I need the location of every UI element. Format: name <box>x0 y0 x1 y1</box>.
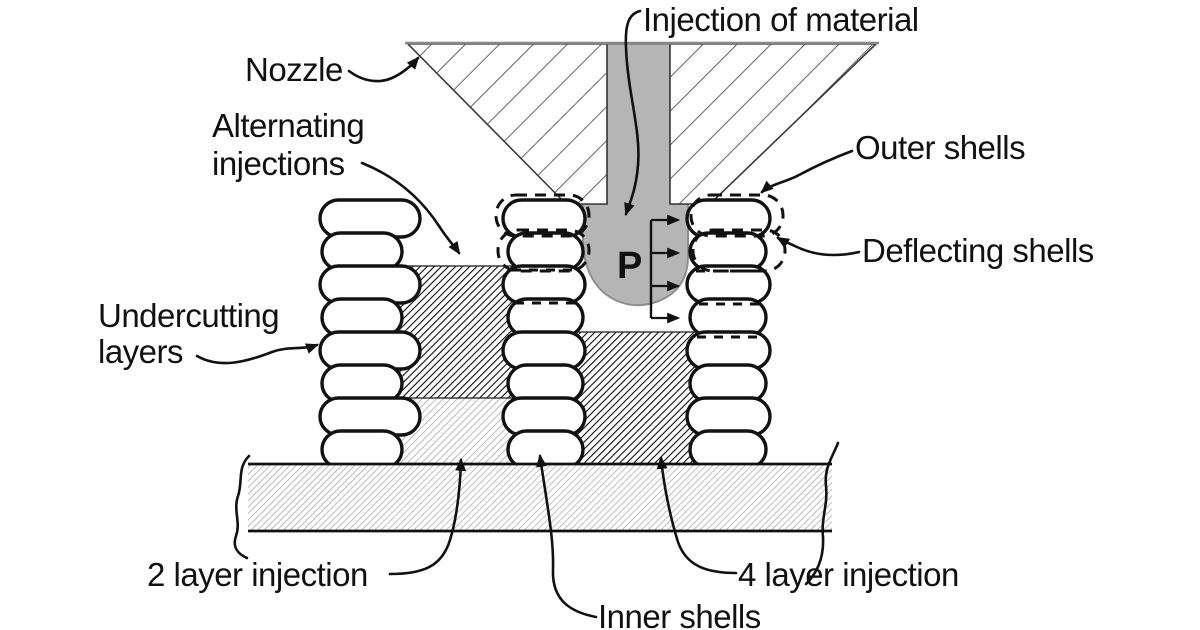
leader-alternating-injections <box>360 161 461 255</box>
labels: Injection of material Nozzle Alternating… <box>98 1 1094 630</box>
leader-undercutting-layers <box>195 343 320 365</box>
dashed-shell-outline <box>496 228 591 273</box>
pressure-indicator: P <box>617 214 681 324</box>
substrate-break-left <box>233 454 251 560</box>
deflecting-shell-outlines <box>494 193 787 339</box>
label-alternating-injections-line1: Alternating <box>212 107 364 144</box>
label-nozzle: Nozzle <box>245 51 343 88</box>
leader-two-layer-injection <box>388 457 467 576</box>
shell-layer <box>320 429 404 470</box>
label-alternating-injections-line2: injections <box>212 145 345 182</box>
leader-nozzle <box>347 56 420 83</box>
substrate <box>233 441 840 586</box>
stack-center-inner <box>501 198 587 470</box>
substrate-band <box>248 464 832 531</box>
leader-lines <box>195 9 861 619</box>
nozzle-body <box>405 41 879 205</box>
leader-inner-shells <box>536 453 598 619</box>
shell-layer <box>506 429 585 470</box>
label-undercutting-layers-line2: layers <box>98 333 183 370</box>
dashed-shell-outline <box>494 193 591 238</box>
label-deflecting-shells: Deflecting shells <box>862 232 1094 269</box>
substrate-break-right <box>804 441 840 586</box>
leader-four-layer-injection <box>656 455 738 575</box>
label-injection-of-material: Injection of material <box>643 1 919 38</box>
label-undercutting-layers-line1: Undercutting <box>98 297 279 334</box>
label-four-layer-injection: 4 layer injection <box>738 556 959 593</box>
stack-left-undercutting <box>318 198 422 470</box>
leader-deflecting-shells <box>776 236 861 257</box>
leader-outer-shells <box>760 149 854 194</box>
stack-right-outer <box>685 198 772 470</box>
label-two-layer-injection: 2 layer injection <box>147 556 368 593</box>
dashed-shell-outline <box>689 193 785 238</box>
shell-stacks <box>318 198 772 470</box>
pressure-label: P <box>617 245 642 287</box>
label-inner-shells: Inner shells <box>598 598 761 630</box>
label-outer-shells: Outer shells <box>855 129 1025 166</box>
shell-layer <box>688 429 768 470</box>
leader-injection-of-material <box>624 9 642 217</box>
